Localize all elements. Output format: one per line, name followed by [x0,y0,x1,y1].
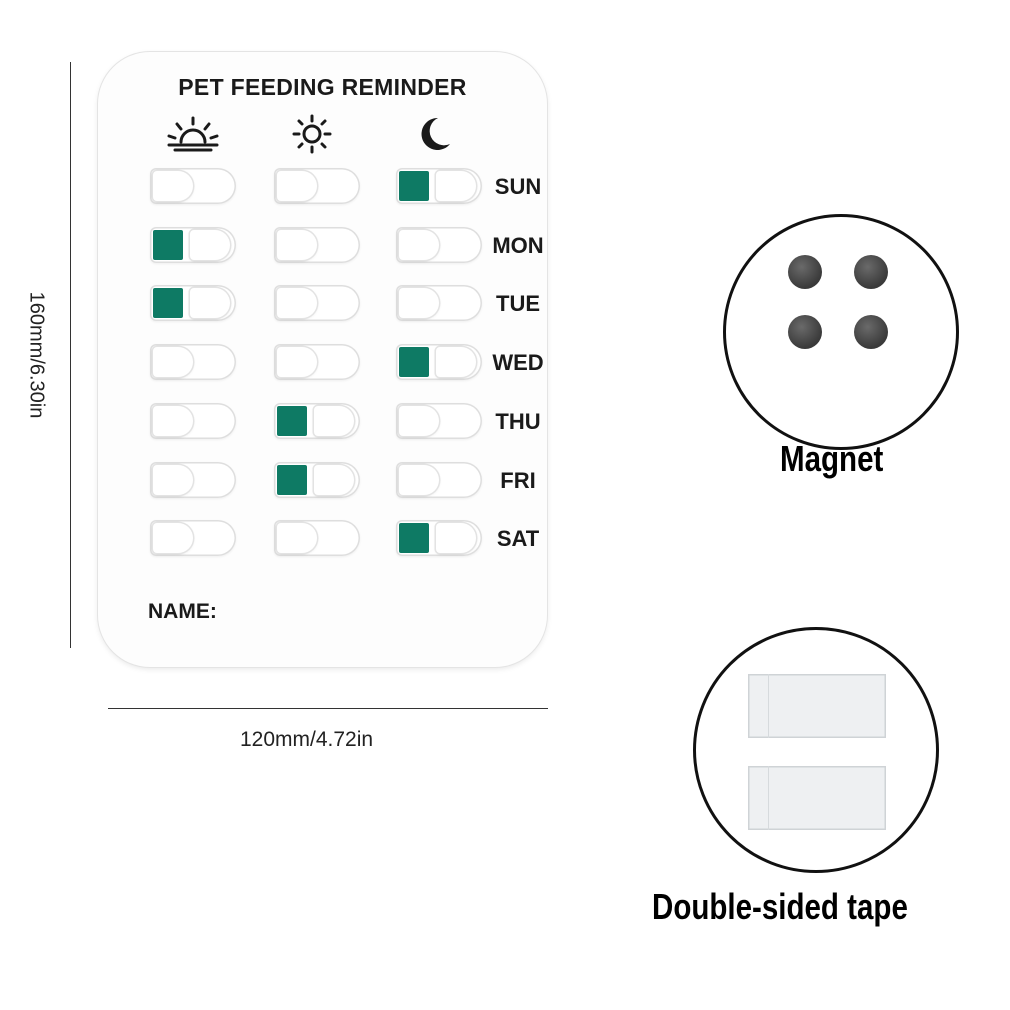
day-label: TUE [496,291,540,317]
feeding-slider[interactable] [150,168,236,204]
sunrise-icon [163,114,223,154]
feeding-slider[interactable] [396,226,482,263]
feeding-slider[interactable] [150,520,236,557]
day-row-sun: SUN [98,168,547,208]
day-label: SAT [496,526,540,552]
fed-indicator [277,405,307,436]
slider-knob[interactable] [436,347,476,378]
tape-circle [693,627,939,873]
slider-knob[interactable] [277,171,317,201]
feeding-slider[interactable] [150,461,236,498]
day-row-wed: WED [98,344,547,384]
slider-knob[interactable] [399,229,439,260]
slider-knob[interactable] [153,405,193,436]
slider-knob[interactable] [153,171,193,201]
feeding-slider[interactable] [150,226,236,263]
feeding-slider[interactable] [274,168,360,204]
day-label: SUN [494,174,542,199]
day-label: FRI [500,467,536,493]
feeding-slider[interactable] [396,520,482,557]
feeding-slider[interactable] [396,285,482,322]
moon-icon [404,114,464,154]
day-row-sat: SAT [98,520,547,560]
day-row-tue: TUE [98,285,547,325]
fed-indicator [153,229,183,260]
feeding-slider[interactable] [396,168,482,204]
slider-knob[interactable] [277,523,317,554]
feeding-slider[interactable] [150,402,236,439]
tape-strip [748,766,886,830]
feeding-slider[interactable] [274,285,360,322]
slider-knob[interactable] [436,523,476,554]
slider-knob[interactable] [153,523,193,554]
name-label: NAME: [148,600,217,623]
day-label: MON [492,232,544,258]
magnet-dot [788,315,822,349]
feeding-slider[interactable] [396,461,482,498]
slider-knob[interactable] [399,464,439,495]
fed-indicator [399,523,429,554]
fed-indicator [399,171,429,201]
magnet-dot [788,255,822,289]
day-row-fri: FRI [98,461,547,502]
feeding-slider[interactable] [274,226,360,263]
tape-strip [748,674,886,738]
width-dimension-label: 120mm/4.72in [240,728,374,751]
fed-indicator [153,288,183,319]
feeding-slider[interactable] [274,461,360,498]
slider-knob[interactable] [190,229,230,260]
height-dimension-line [70,62,71,648]
day-label: WED [492,350,544,376]
slider-knob[interactable] [436,171,476,201]
feeding-slider[interactable] [396,344,482,381]
day-row-thu: THU [98,402,547,443]
fed-indicator [399,347,429,378]
slider-knob[interactable] [277,288,317,319]
height-dimension-label: 160mm/6.30in [25,291,48,419]
slider-knob[interactable] [153,347,193,378]
feeding-slider[interactable] [274,344,360,381]
feeding-slider[interactable] [396,402,482,439]
slider-knob[interactable] [314,405,354,436]
magnet-circle [723,214,959,450]
feeding-slider[interactable] [274,402,360,439]
slider-knob[interactable] [190,288,230,319]
day-label: THU [495,408,541,434]
feeding-slider[interactable] [274,520,360,557]
tape-caption: Double-sided tape [652,886,908,927]
slider-knob[interactable] [399,405,439,436]
sun-icon [282,114,342,154]
slider-knob[interactable] [277,347,317,378]
width-dimension-line [108,708,548,709]
slider-knob[interactable] [314,464,354,495]
feeding-reminder-board: PET FEEDING REMINDER [98,52,547,667]
slider-knob[interactable] [153,464,193,495]
magnet-dot [854,255,888,289]
feeding-slider[interactable] [150,285,236,322]
board-title: PET FEEDING REMINDER [178,74,467,100]
fed-indicator [277,464,307,495]
feeding-slider[interactable] [150,344,236,381]
day-row-mon: MON [98,226,547,267]
magnet-dot [854,315,888,349]
slider-knob[interactable] [399,288,439,319]
slider-knob[interactable] [277,229,317,260]
magnet-caption: Magnet [780,438,884,479]
